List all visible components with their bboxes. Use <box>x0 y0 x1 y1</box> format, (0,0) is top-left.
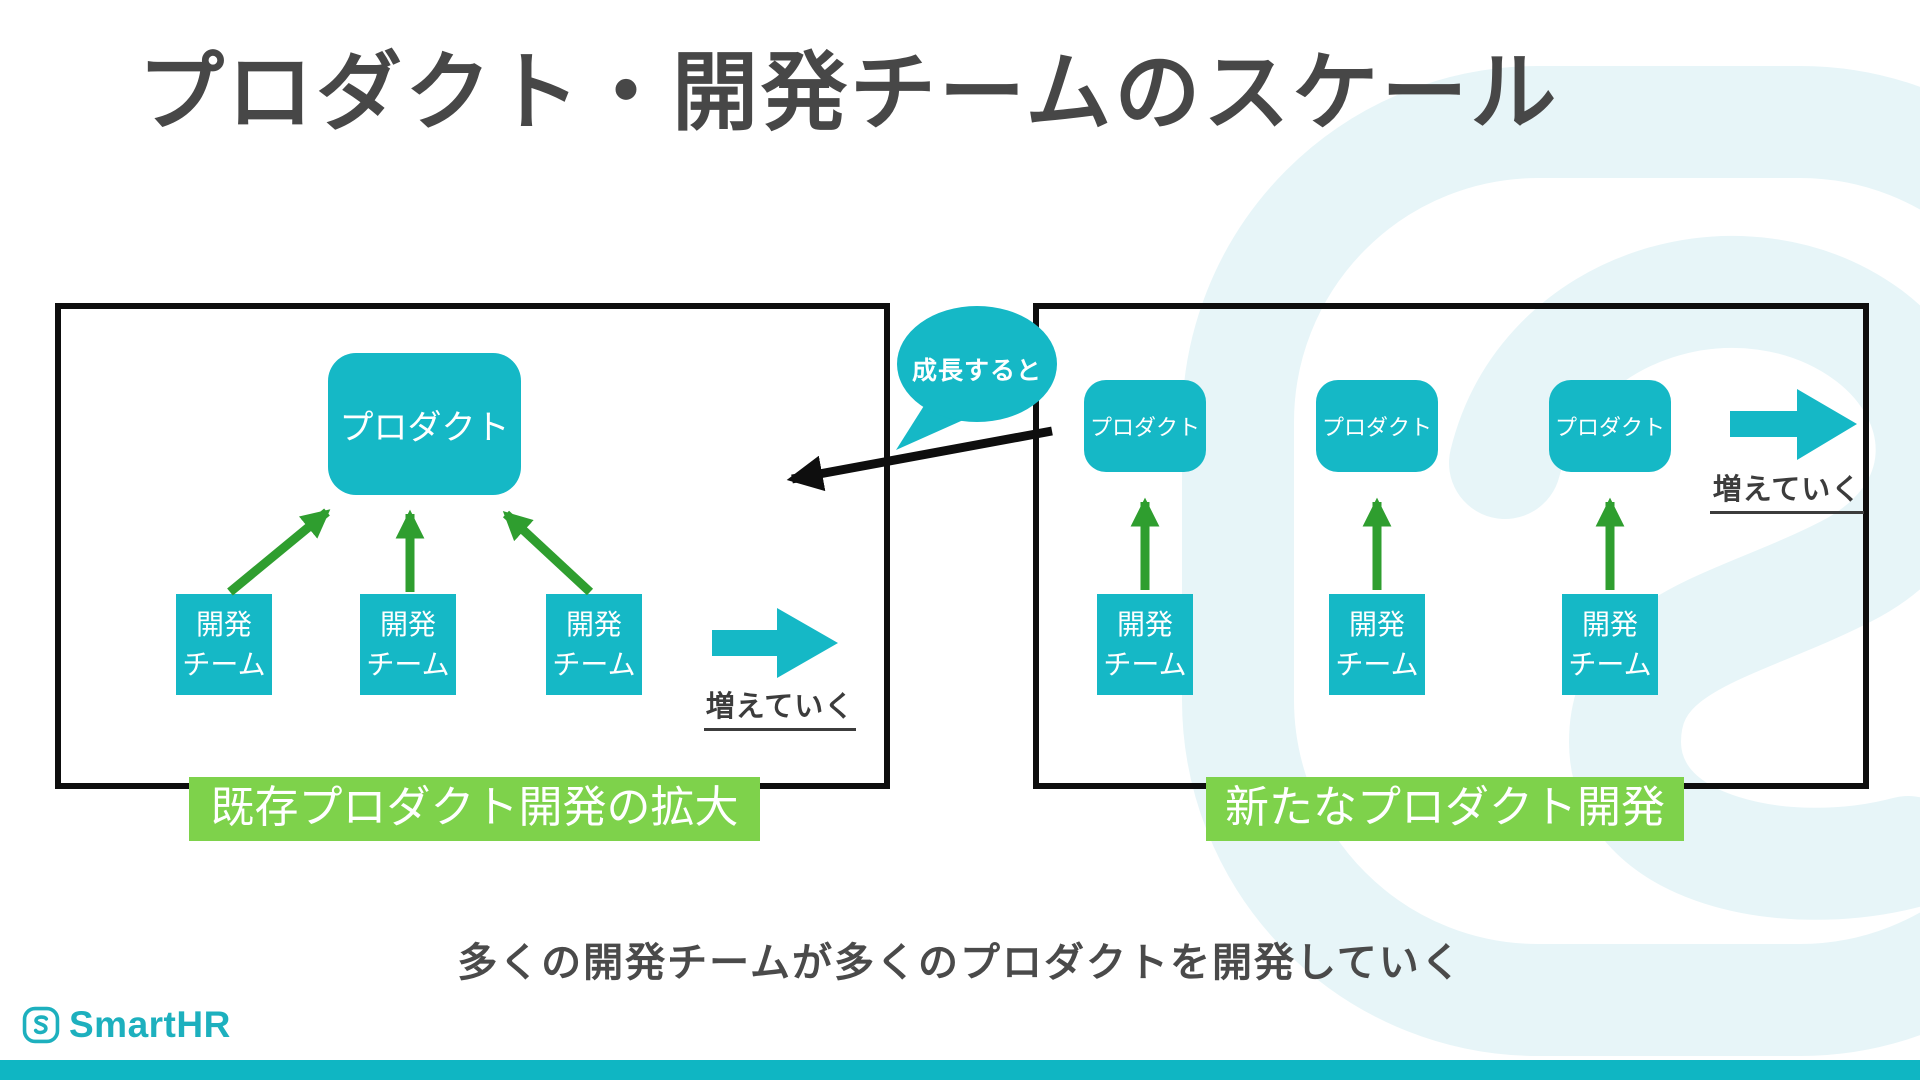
team-label-line2: チーム <box>366 648 450 680</box>
team-label-line1: 開発 <box>195 608 252 640</box>
product-label: プロダクト <box>1321 415 1432 440</box>
team-box: 開発 チーム <box>546 594 642 695</box>
team-label-line2: チーム <box>552 648 636 680</box>
page-title: プロダクト・開発チームのスケール <box>138 45 1560 141</box>
smarthr-logo-icon <box>22 1006 60 1044</box>
team-box: 開発 チーム <box>360 594 456 695</box>
callout-text: 成長すると <box>911 357 1042 385</box>
team-label-line1: 開発 <box>379 608 436 640</box>
smarthr-logo: SmartHR <box>22 1004 231 1046</box>
team-box: 開発 チーム <box>1329 594 1425 695</box>
team-label-line1: 開発 <box>1116 608 1173 640</box>
increase-label: 増えていく <box>704 683 856 731</box>
product-box: プロダクト <box>1084 380 1206 472</box>
team-box: 開発 チーム <box>1562 594 1658 695</box>
team-label-line2: チーム <box>1103 648 1187 680</box>
increase-label: 増えていく <box>1710 466 1864 514</box>
panel-caption: 新たなプロダクト開発 <box>1206 777 1684 841</box>
footer-bar <box>0 1060 1920 1080</box>
product-label: プロダクト <box>1554 415 1665 440</box>
team-label-line1: 開発 <box>1581 608 1638 640</box>
brand-name: SmartHR <box>69 1004 231 1045</box>
footer-message: 多くの開発チームが多くのプロダクトを開発していく <box>457 941 1463 985</box>
product-label: プロダクト <box>339 408 510 447</box>
team-box: 開発 チーム <box>1097 594 1193 695</box>
team-label-line1: 開発 <box>1348 608 1405 640</box>
product-label: プロダクト <box>1089 415 1200 440</box>
team-label-line1: 開発 <box>565 608 622 640</box>
team-label-line2: チーム <box>1335 648 1419 680</box>
product-box: プロダクト <box>328 353 521 495</box>
new-product-panel <box>1033 303 1869 789</box>
panel-caption: 既存プロダクト開発の拡大 <box>189 777 760 841</box>
team-box: 開発 チーム <box>176 594 272 695</box>
product-box: プロダクト <box>1549 380 1671 472</box>
team-label-line2: チーム <box>1568 648 1652 680</box>
team-label-line2: チーム <box>182 648 266 680</box>
product-box: プロダクト <box>1316 380 1438 472</box>
